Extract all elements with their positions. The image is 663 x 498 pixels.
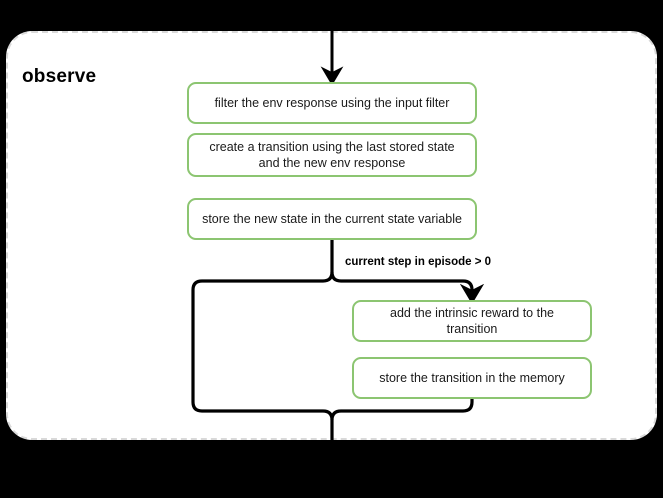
edge-label-condition: current step in episode > 0 [345,256,492,268]
node-label: add the intrinsic reward to the transiti… [390,306,554,336]
node-store-new-state[interactable]: store the new state in the current state… [187,198,477,240]
node-label: create a transition using the last store… [209,140,455,170]
node-filter-env-response[interactable]: filter the env response using the input … [187,82,477,124]
node-label: store the transition in the memory [379,371,565,385]
node-label: store the new state in the current state… [202,212,462,226]
node-store-transition-memory[interactable]: store the transition in the memory [352,357,592,399]
node-add-intrinsic-reward[interactable]: add the intrinsic reward to the transiti… [352,300,592,342]
node-create-transition[interactable]: create a transition using the last store… [187,133,477,177]
node-label: filter the env response using the input … [214,96,450,110]
block-title: observe [22,66,97,87]
